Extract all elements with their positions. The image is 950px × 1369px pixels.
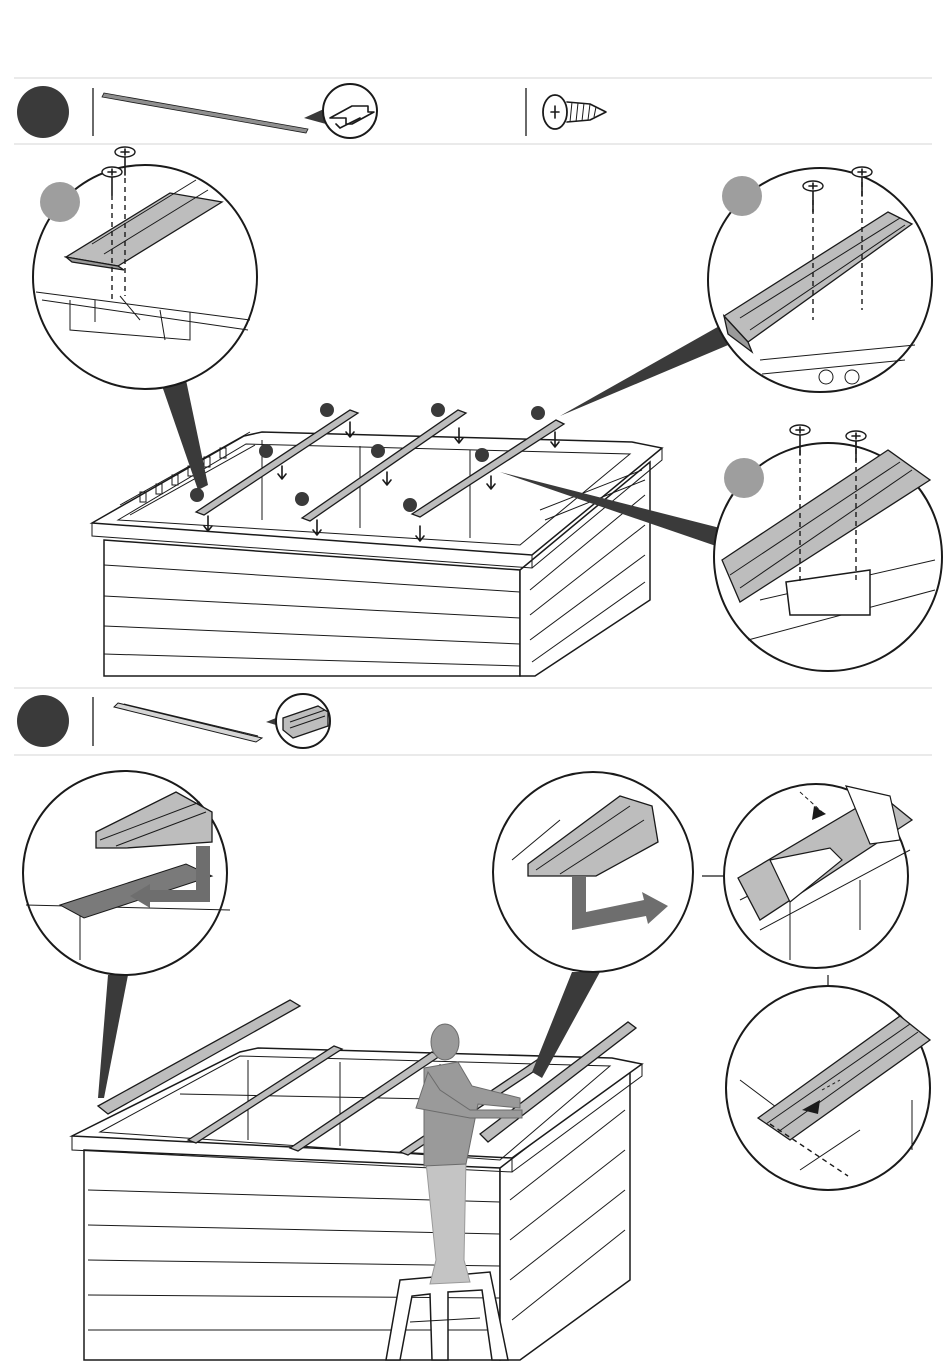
step-2-marker: [17, 695, 69, 747]
step-1-header: [14, 78, 932, 144]
cap-push-detail: [724, 784, 912, 968]
cap-slide-detail-left: [23, 771, 230, 975]
bottom-right-detail: [714, 425, 942, 671]
roof-rail-icon: [102, 84, 377, 138]
top-left-detail: [33, 147, 257, 389]
step-1-marker: [17, 86, 69, 138]
top-right-detail: [708, 167, 932, 392]
screw-icon: [543, 95, 606, 129]
step-2-header: [14, 688, 932, 755]
step-2-shed: [72, 972, 642, 1360]
cap-profile-detail: [493, 772, 693, 972]
roof-cap-icon: [114, 694, 330, 748]
